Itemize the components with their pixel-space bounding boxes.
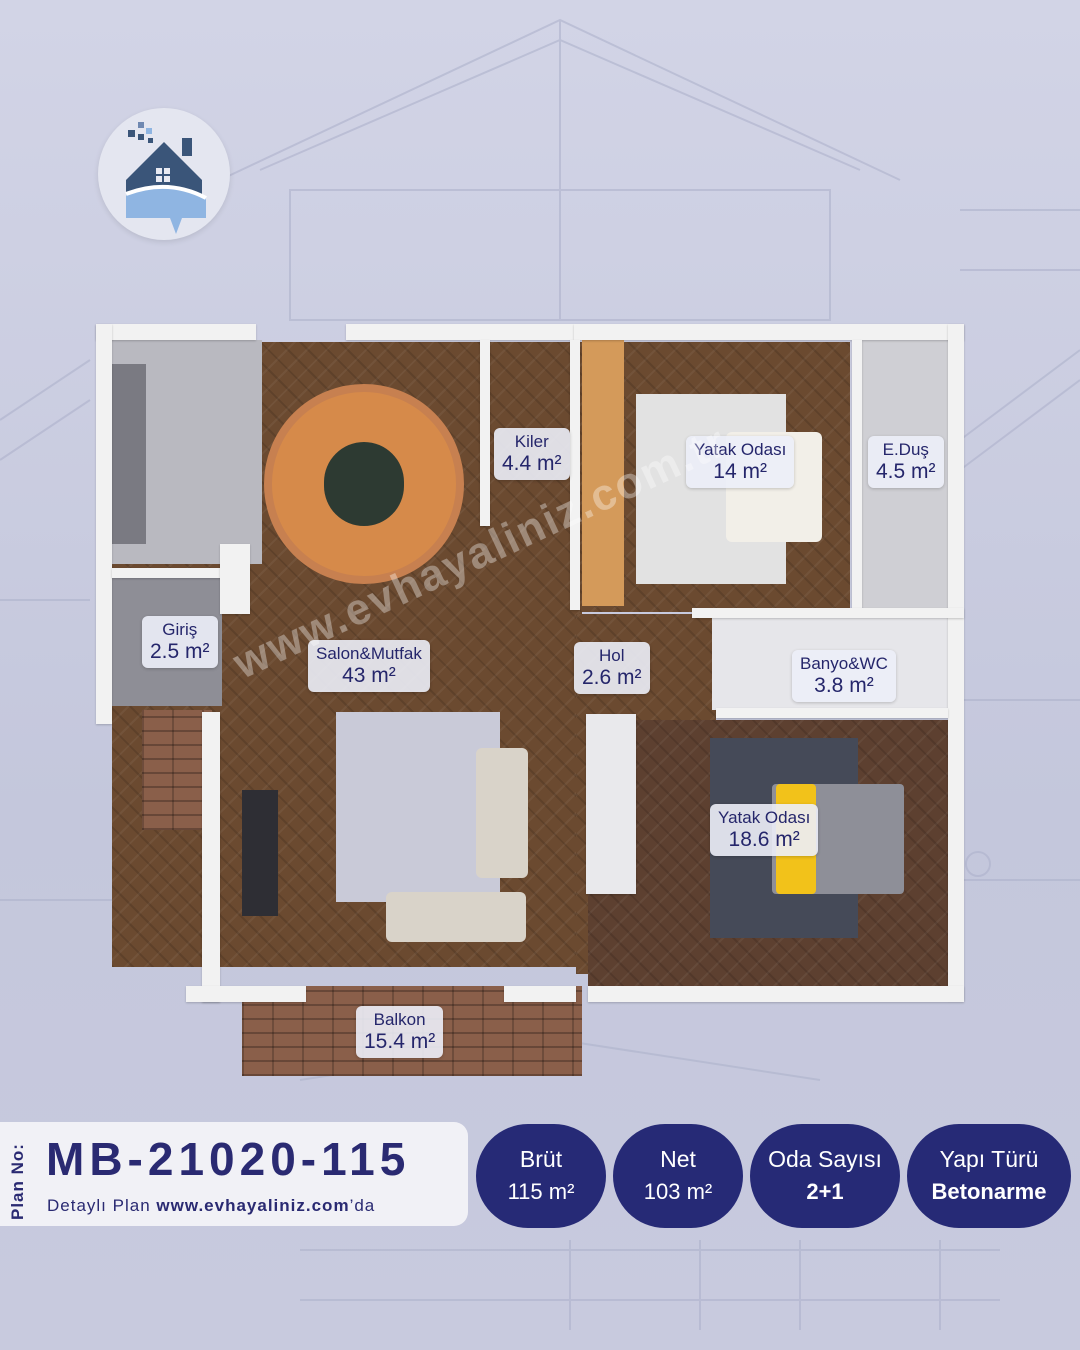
armchair: [476, 748, 528, 878]
stat-value: Betonarme: [931, 1179, 1047, 1204]
house-logo-icon: [98, 108, 230, 240]
wall-entry-right: [220, 544, 250, 614]
stat-value: 103 m²: [643, 1179, 713, 1204]
stat-label: Yapı Türü: [939, 1146, 1039, 1172]
dining-table: [324, 442, 404, 526]
sofa: [386, 892, 526, 942]
plan-number-card: [0, 1122, 468, 1226]
stat-label: Oda Sayısı: [768, 1146, 882, 1172]
stat-net: Net 103 m²: [613, 1124, 743, 1228]
wall-entry: [112, 568, 232, 578]
wall-living-left: [202, 712, 220, 1002]
stair-flight: [582, 340, 624, 606]
stat-brut: Brüt 115 m²: [476, 1124, 606, 1228]
wall-kiler-left: [480, 340, 490, 526]
stairs-exterior: [142, 710, 212, 830]
stat-oda-sayisi: Oda Sayısı 2+1: [750, 1124, 900, 1228]
stat-value: 2+1: [806, 1179, 844, 1204]
wall-kiler-right: [570, 340, 580, 610]
wall-top-mid: [346, 324, 574, 340]
wall-bottom-left: [186, 986, 306, 1002]
stat-value: 115 m²: [507, 1179, 575, 1204]
wall-bottom-right: [588, 986, 964, 1002]
detail-suffix: ’da: [349, 1196, 376, 1215]
wall-bottom-mid: [504, 986, 576, 1002]
plan-number-label: Plan No:: [8, 1143, 27, 1220]
plan-code: MB-21020-115: [46, 1133, 411, 1185]
wall-bath-bottom: [716, 708, 948, 718]
wall-bed1-right: [852, 340, 862, 612]
stat-label: Brüt: [519, 1146, 563, 1172]
living-rug: [336, 712, 500, 902]
wall-top-left: [96, 324, 256, 340]
kitchen-counter: [112, 364, 146, 544]
stat-label: Net: [660, 1146, 696, 1172]
detail-link-text: Detaylı Plan www.evhayaliniz.com’da: [47, 1196, 375, 1216]
wall-left: [96, 324, 112, 724]
wall-right: [948, 324, 964, 1000]
detail-prefix: Detaylı Plan: [47, 1196, 151, 1215]
wall-mid-horizontal: [692, 608, 964, 618]
wall-hall-box: [586, 714, 636, 894]
detail-site-link[interactable]: www.evhayaliniz.com: [156, 1196, 350, 1215]
wall-top-right: [574, 324, 964, 340]
stat-yapi-turu: Yapı Türü Betonarme: [907, 1124, 1071, 1228]
tv-unit: [242, 790, 278, 916]
